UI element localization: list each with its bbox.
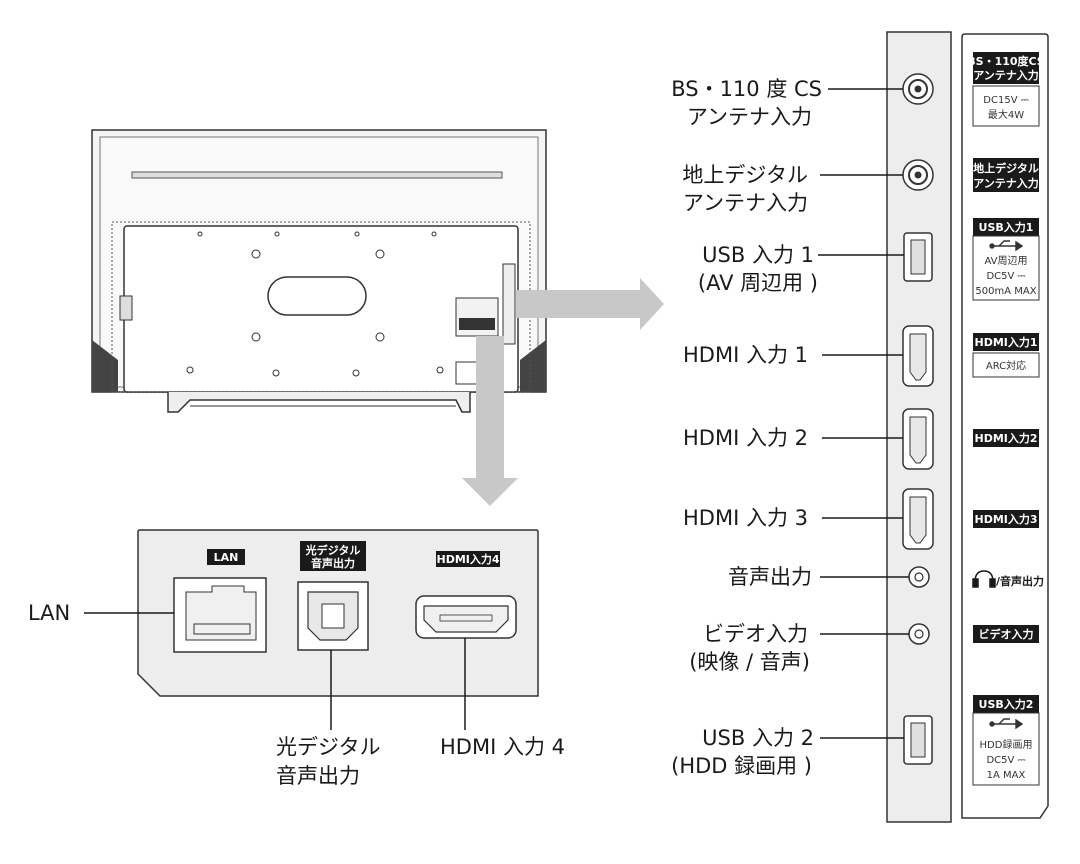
tv-left-port: [119, 295, 133, 321]
usb2-note-line2: DC5V ⎓: [986, 755, 1025, 766]
lan-label: LAN: [28, 601, 70, 625]
video-in-jack-icon: [908, 623, 930, 645]
hdmi3-port-icon: [902, 488, 934, 550]
usb2-label-line2: (HDD 録画用 ): [671, 754, 812, 778]
tv-bottom-terminal-ports: [459, 318, 495, 330]
lan-tag: LAN: [214, 551, 239, 564]
audio-tag: /音声出力: [996, 574, 1044, 588]
usb1-port-icon: [903, 232, 933, 282]
bs-antenna-port-icon: [902, 73, 934, 105]
usb2-note-line1: HDD録画用: [980, 738, 1033, 751]
usb2-tag-group: USB入力2 HDD録画用 DC5V ⎓ 1A MAX: [972, 695, 1040, 786]
arrow-right-icon: [516, 278, 664, 330]
hdmi3-tag-group: HDMI入力3: [973, 510, 1039, 528]
tv-bottom-terminal-box: [455, 297, 499, 337]
usb1-note-line1: AV周辺用: [984, 255, 1027, 267]
video-tag-group: ビデオ入力: [973, 625, 1039, 643]
usb1-label-line2: (AV 周辺用 ): [698, 271, 818, 295]
hdmi2-label: HDMI 入力 2: [683, 426, 808, 450]
optical-tag-line2: 音声出力: [311, 556, 355, 570]
hdmi2-port-icon: [902, 408, 934, 470]
usb1-symbol-icon: [989, 240, 1024, 252]
terrestrial-label-line2: アンテナ入力: [683, 191, 808, 215]
hdmi2-tag: HDMI入力2: [974, 431, 1037, 445]
usb2-label-line1: USB 入力 2: [702, 726, 814, 750]
audio-out-jack-icon: [908, 566, 930, 588]
usb2-tag: USB入力2: [979, 697, 1034, 711]
optical-port-icon: [297, 581, 369, 651]
tv-rear-illustration: [91, 129, 547, 413]
headphone-icon: [972, 570, 996, 588]
hdmi4-port-icon: [415, 595, 517, 639]
bs-tag-group: BS・110度CS アンテナ入力 DC15V ⎓ 最大4W: [967, 52, 1045, 127]
terrestrial-tag-group: 地上デジタル アンテナ入力: [973, 158, 1039, 192]
usb1-note-line3: 500mA MAX: [975, 286, 1036, 297]
optical-label-line1: 光デジタル: [276, 735, 381, 759]
video-in-label-line2: (映像 / 音声): [689, 650, 810, 674]
audio-tag-group: /音声出力: [972, 570, 1044, 588]
tv-handle-slot: [267, 276, 367, 316]
hdmi1-note: ARC対応: [986, 359, 1026, 372]
audio-out-label: 音声出力: [728, 565, 812, 589]
usb1-tag-group: USB入力1 AV周辺用 DC5V ⎓ 500mA MAX: [972, 218, 1040, 301]
video-tag: ビデオ入力: [979, 627, 1034, 641]
bs-antenna-label-line1: BS・110 度 CS: [671, 77, 822, 101]
bottom-terminal-panel: LAN 光デジタル 音声出力 HDMI入力4: [137, 529, 539, 697]
bs-note-line2: 最大4W: [988, 108, 1024, 121]
tv-top-vent: [131, 171, 503, 179]
terrestrial-tag-line1: 地上デジタル: [973, 161, 1039, 175]
usb2-note-line3: 1A MAX: [987, 770, 1026, 781]
usb2-port-icon: [903, 715, 933, 765]
bs-note-line1: DC15V ⎓: [983, 95, 1028, 106]
tv-screw-holes: [186, 231, 444, 377]
hdmi4-tag: HDMI入力4: [436, 552, 499, 566]
tv-right-corner: [520, 340, 546, 392]
usb2-symbol-icon: [989, 718, 1024, 730]
optical-tag-line1: 光デジタル: [305, 543, 361, 557]
hdmi3-label: HDMI 入力 3: [683, 506, 808, 530]
usb1-tag: USB入力1: [979, 220, 1034, 234]
hdmi4-label: HDMI 入力 4: [440, 735, 565, 759]
bs-tag-line1: BS・110度CS: [967, 54, 1045, 68]
tv-left-corner: [92, 340, 118, 392]
bs-antenna-label-line2: アンテナ入力: [687, 105, 812, 129]
terrestrial-label-line1: 地上デジタル: [682, 163, 808, 187]
terrestrial-tag-line2: アンテナ入力: [973, 176, 1039, 190]
hdmi1-label: HDMI 入力 1: [683, 343, 808, 367]
hdmi1-tag-group: HDMI入力1 ARC対応: [972, 333, 1040, 378]
tv-side-terminal-strip: [502, 263, 516, 345]
usb1-note-line2: DC5V ⎓: [986, 271, 1025, 282]
optical-label-line2: 音声出力: [276, 764, 360, 788]
bs-tag-line2: アンテナ入力: [973, 68, 1039, 82]
hdmi4-tag-bg: [436, 551, 500, 567]
usb1-label-line1: USB 入力 1: [702, 243, 814, 267]
hdmi1-port-icon: [902, 325, 934, 387]
optical-tag-bg: [300, 541, 366, 571]
terrestrial-antenna-port-icon: [902, 159, 934, 191]
hdmi2-tag-group: HDMI入力2: [973, 429, 1039, 447]
arrow-down-icon: [462, 336, 518, 506]
hdmi1-tag: HDMI入力1: [974, 335, 1037, 349]
tv-stand: [167, 392, 471, 413]
video-in-label-line1: ビデオ入力: [703, 622, 808, 646]
lan-port-icon: [173, 577, 267, 653]
hdmi3-tag: HDMI入力3: [974, 512, 1037, 526]
lan-tag-bg: [207, 549, 245, 565]
